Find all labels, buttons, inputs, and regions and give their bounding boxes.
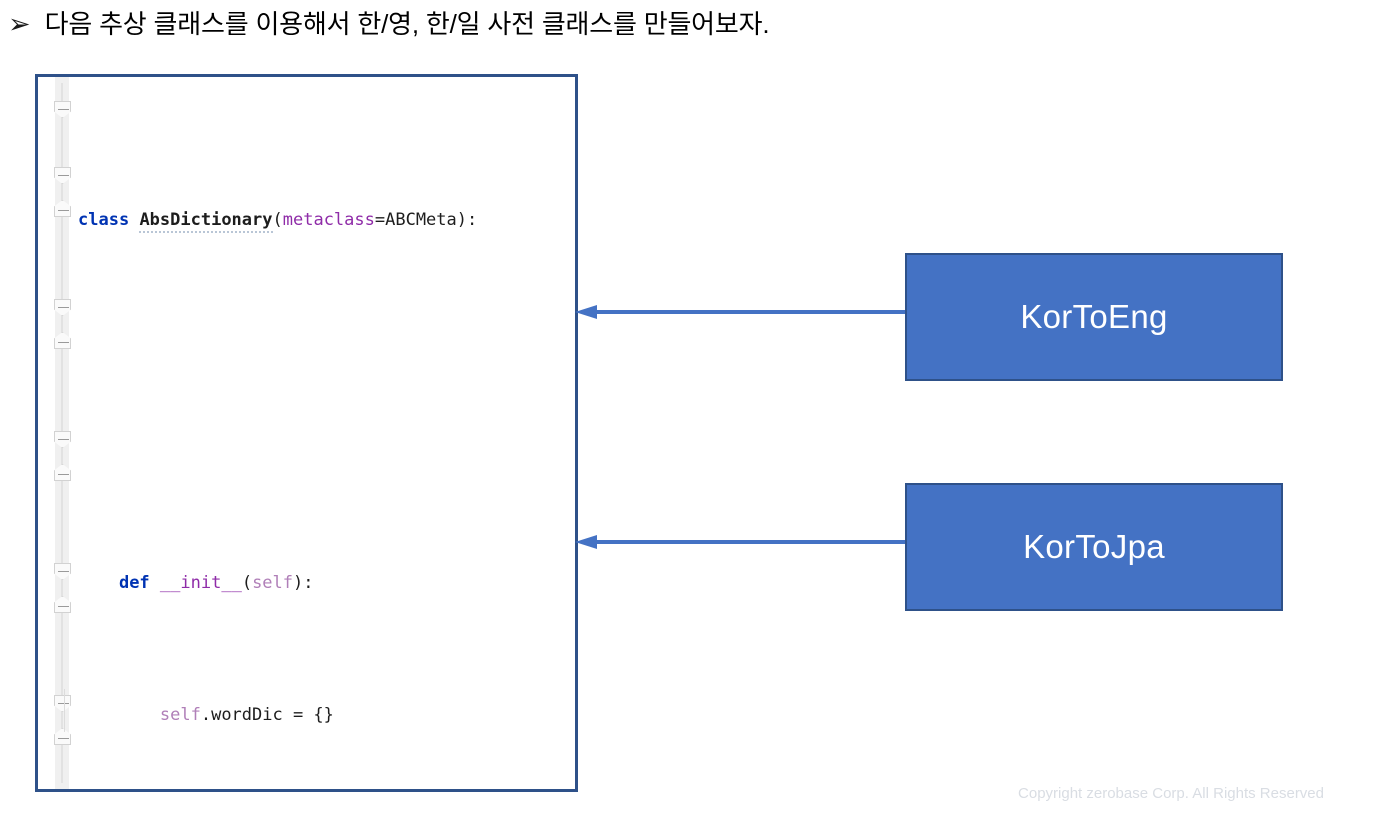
class-box-kortojpa[interactable]: KorToJpa <box>905 483 1283 611</box>
token-paren-colon: ): <box>293 573 314 593</box>
fold-marker-removeword-start[interactable] <box>54 431 71 448</box>
fold-marker-init-start[interactable] <box>54 167 71 184</box>
arrow-kortojpa-to-updateword <box>575 535 907 549</box>
indent-guide <box>64 689 65 732</box>
code-line: self.wordDic = {} <box>64 689 477 732</box>
token-abcmeta: =ABCMeta <box>374 210 457 230</box>
token-keyword-def: def <box>118 573 150 593</box>
token-close-paren-colon: ): <box>456 210 478 230</box>
code-line: def __init__(self): <box>78 567 477 600</box>
fold-marker-registword-start[interactable] <box>54 299 71 316</box>
slide-heading: ➢ 다음 추상 클래스를 이용해서 한/영, 한/일 사전 클래스를 만들어보자… <box>8 9 770 40</box>
fold-marker-registword-end[interactable] <box>54 332 71 349</box>
fold-marker-removeword-end[interactable] <box>54 464 71 481</box>
token-fn-init: __init__ <box>159 573 242 593</box>
fold-marker-searchword-start[interactable] <box>54 695 71 712</box>
bullet-arrow-icon: ➢ <box>8 9 31 40</box>
code-editor-text[interactable]: class AbsDictionary(metaclass=ABCMeta): … <box>64 105 477 789</box>
code-line-blank <box>78 336 477 369</box>
code-panel: class AbsDictionary(metaclass=ABCMeta): … <box>35 74 578 792</box>
token-open-paren: ( <box>272 210 283 230</box>
token-class-name: AbsDictionary <box>139 210 273 233</box>
footer-copyright: Copyright zerobase Corp. All Rights Rese… <box>1018 785 1324 802</box>
token-self: self <box>252 573 294 593</box>
fold-marker-class-start[interactable] <box>54 101 71 118</box>
page-title: 다음 추상 클래스를 이용해서 한/영, 한/일 사전 클래스를 만들어보자. <box>44 9 770 39</box>
class-box-label: KorToJpa <box>1023 528 1165 565</box>
token-paren: ( <box>241 573 253 593</box>
fold-marker-updateword-end[interactable] <box>54 596 71 613</box>
fold-marker-searchword-end[interactable] <box>54 728 71 745</box>
code-line-blank <box>78 435 477 468</box>
token-self: self <box>159 705 201 725</box>
fold-marker-updateword-start[interactable] <box>54 563 71 580</box>
token-worddic-assign: .wordDic = {} <box>200 705 334 725</box>
class-box-label: KorToEng <box>1020 298 1168 335</box>
token-metaclass: metaclass <box>282 210 375 230</box>
code-line: class AbsDictionary(metaclass=ABCMeta): <box>78 204 477 237</box>
class-box-kortoeng[interactable]: KorToEng <box>905 253 1283 381</box>
arrow-kortoeng-to-registword <box>575 305 907 319</box>
fold-marker-init-end[interactable] <box>54 200 71 217</box>
token-keyword-class: class <box>78 210 130 230</box>
